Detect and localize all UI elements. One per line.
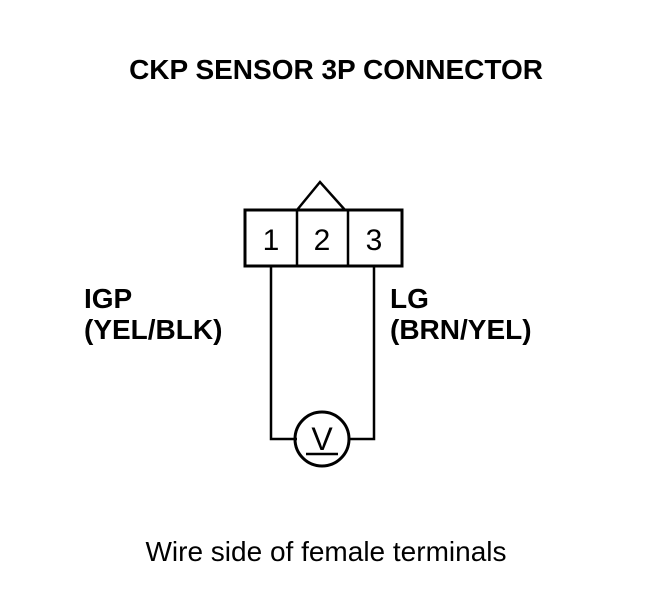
right-wire-color: (BRN/YEL): [390, 314, 532, 345]
pin-1-label: 1: [263, 224, 280, 257]
diagram-caption: Wire side of female terminals: [145, 536, 507, 567]
voltmeter-icon: [293, 410, 351, 468]
right-wire-label: LG (BRN/YEL): [390, 283, 532, 345]
right-wire: [348, 266, 376, 441]
left-wire-color: (YEL/BLK): [84, 314, 223, 345]
pin-2-label: 2: [314, 224, 331, 257]
right-wire-name: LG: [390, 283, 429, 314]
left-wire-label: IGP (YEL/BLK): [84, 283, 222, 345]
connector-lock-tab: [296, 180, 346, 211]
voltmeter-symbol: V: [311, 421, 333, 457]
pin-3-label: 3: [366, 224, 383, 257]
diagram-title: CKP SENSOR 3P CONNECTOR: [129, 54, 543, 85]
left-wire-name: IGP: [84, 283, 133, 314]
connector-body: [243, 208, 404, 268]
left-wire: [269, 266, 297, 441]
